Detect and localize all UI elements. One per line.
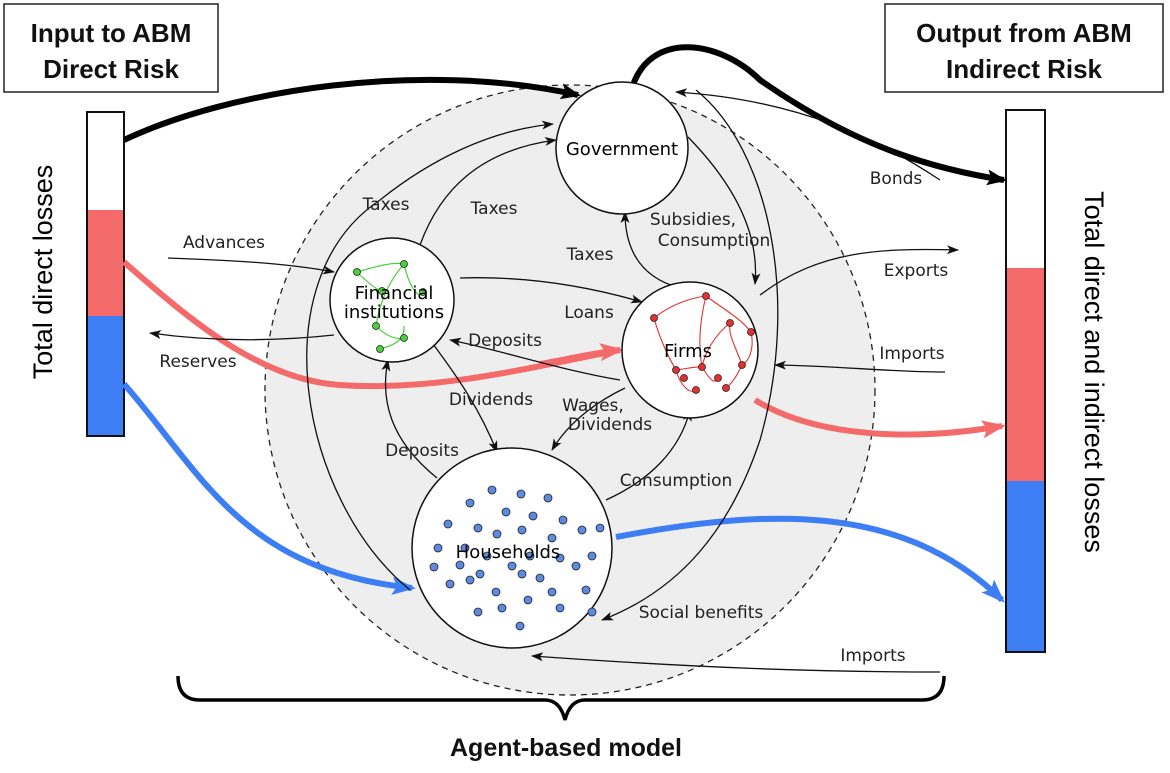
households-label: Households (456, 542, 561, 563)
deposits-hh-label: Deposits (385, 441, 459, 461)
household-dot (558, 515, 568, 525)
financial-label-line1: Financial (355, 283, 434, 304)
flow-labels: Taxes Taxes Taxes Advances Reserves Bond… (159, 169, 948, 666)
imports-hh-label: Imports (840, 646, 905, 666)
deposits-fi-label: Deposits (468, 331, 542, 351)
government-node: Government (555, 81, 689, 215)
input-box-line1: Input to ABM (31, 18, 192, 48)
taxes-mid-label: Taxes (470, 199, 518, 219)
wages-label-line1: Wages, (562, 396, 624, 416)
household-dot (516, 489, 526, 499)
dividends-label: Dividends (449, 390, 533, 410)
social-benefits-label: Social benefits (639, 603, 764, 623)
consumption-label: Consumption (620, 471, 733, 491)
household-dot (515, 621, 525, 631)
household-dot (433, 543, 443, 553)
total-losses-bar (1005, 109, 1046, 653)
government-to-output-arrow (629, 44, 1007, 186)
household-dot (492, 529, 502, 539)
household-dot (429, 562, 439, 572)
household-dot (473, 523, 483, 533)
advances-label: Advances (183, 233, 265, 253)
reserves-label: Reserves (159, 352, 236, 372)
household-dot (473, 607, 483, 617)
left-bar-label: Total direct losses (28, 165, 58, 380)
household-dot (555, 553, 565, 563)
red-flow-into-firms (539, 343, 624, 367)
bonds-label: Bonds (870, 169, 923, 189)
household-dot (501, 507, 511, 517)
household-dot (577, 525, 587, 535)
household-dot (543, 493, 553, 503)
input-box: Input to ABM Direct Risk (3, 3, 219, 93)
household-dot (523, 595, 533, 605)
direct-losses-bar (86, 111, 125, 437)
right-bar-label: Total direct and indirect losses (1079, 191, 1109, 553)
household-dot (547, 533, 557, 543)
household-dot (517, 569, 527, 579)
flow-arrows (149, 88, 959, 673)
subsidies-label-line2: Consumption (658, 231, 771, 251)
household-dot (443, 519, 453, 529)
household-dot (547, 587, 557, 597)
household-dot (487, 485, 497, 495)
taxes-left-label: Taxes (362, 195, 410, 215)
household-dot (528, 511, 538, 521)
household-dot (465, 575, 475, 585)
output-box: Output from ABM Indirect Risk (884, 3, 1164, 93)
household-dot (587, 607, 597, 617)
household-dot (491, 587, 501, 597)
household-dot (465, 498, 475, 508)
household-dot (475, 569, 485, 579)
model-brace (176, 675, 946, 721)
output-box-line1: Output from ABM (916, 18, 1132, 48)
blue-loss-flow (121, 382, 416, 595)
input-box-line2: Direct Risk (43, 54, 179, 84)
household-dot (571, 561, 581, 571)
wages-label-line2: Dividends (568, 415, 652, 435)
household-dot (581, 585, 591, 595)
household-dot (460, 543, 470, 553)
subsidies-label-line1: Subsidies, (650, 210, 736, 230)
household-dot (555, 603, 565, 613)
firms-node: Firms (621, 281, 759, 419)
caption: Agent-based model (450, 734, 682, 762)
household-dot (525, 551, 535, 561)
firms-label: Firms (664, 341, 712, 362)
loans-label: Loans (564, 303, 614, 323)
households-node: Households (411, 447, 613, 649)
imports-firms-label: Imports (879, 344, 944, 364)
household-dot (482, 551, 492, 561)
financial-label-line2: institutions (344, 302, 444, 323)
household-dot (535, 573, 545, 583)
financial-institutions-node: Financial institutions (329, 237, 455, 363)
blue-flow-out (615, 515, 1005, 603)
taxes-firms-label: Taxes (566, 245, 614, 265)
exports-label: Exports (884, 261, 949, 281)
output-box-line2: Indirect Risk (946, 54, 1103, 84)
government-label: Government (566, 139, 678, 160)
household-dot (507, 561, 517, 571)
household-dot (595, 523, 605, 533)
household-dot (445, 579, 455, 589)
household-dot (587, 551, 597, 561)
household-dot (455, 560, 465, 570)
household-dot (497, 603, 507, 613)
red-loss-flow (122, 259, 1002, 434)
household-dot (517, 525, 527, 535)
input-to-government-arrow (122, 76, 581, 143)
